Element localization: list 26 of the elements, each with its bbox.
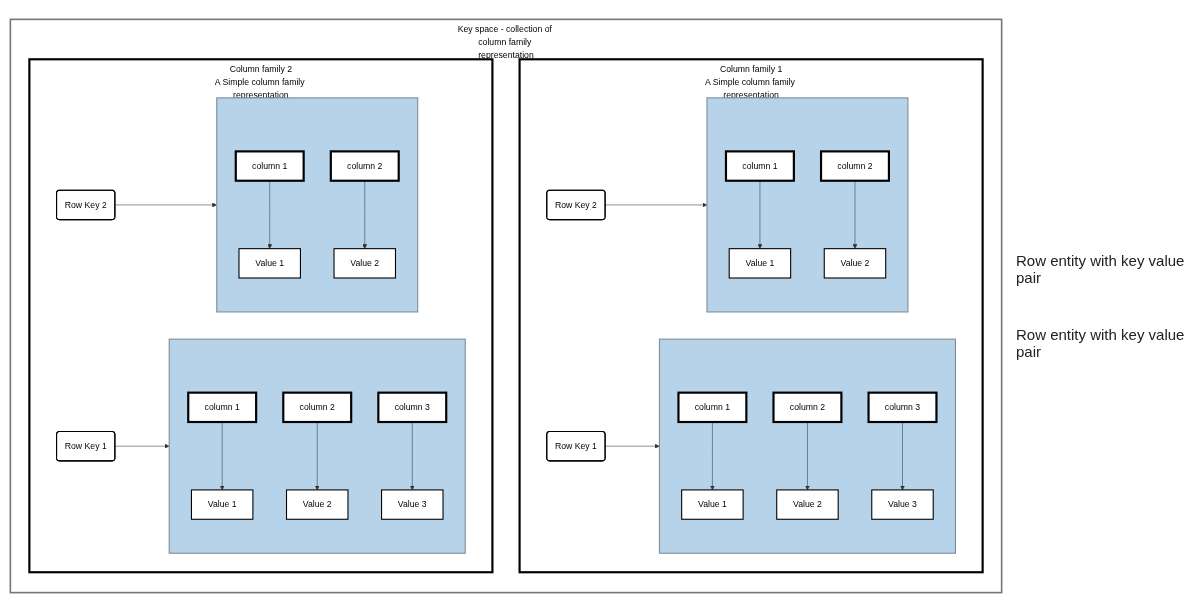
cluster	[658, 338, 956, 554]
node-box: column 2	[282, 391, 353, 424]
cluster	[216, 97, 419, 313]
node-box: Value 1	[681, 489, 744, 520]
node-box: column 2	[329, 150, 400, 182]
note-text: Row entity with key value pair	[1016, 252, 1186, 286]
node-box: Value 2	[285, 489, 349, 520]
cluster	[706, 97, 909, 313]
node-box: Value 3	[381, 489, 444, 520]
node-box: column 3	[867, 391, 938, 424]
node-box: column 1	[187, 391, 258, 424]
node-box: column 1	[234, 150, 305, 182]
node-box: column 3	[377, 391, 448, 424]
node-box: Value 1	[728, 248, 792, 279]
node-box: Value 3	[871, 489, 934, 520]
node-box: Value 1	[190, 489, 254, 520]
node-box: Value 1	[238, 248, 301, 279]
node-box: Value 2	[823, 248, 887, 279]
note-text: Row entity with key value pair	[1016, 326, 1186, 360]
node-box: column 2	[819, 150, 890, 182]
node-box: column 1	[724, 150, 795, 182]
cluster	[168, 338, 466, 554]
node-box: Value 2	[776, 489, 839, 520]
node-box: column 1	[677, 391, 748, 424]
node-box: column 2	[772, 391, 843, 424]
node-box: Value 2	[333, 248, 397, 279]
